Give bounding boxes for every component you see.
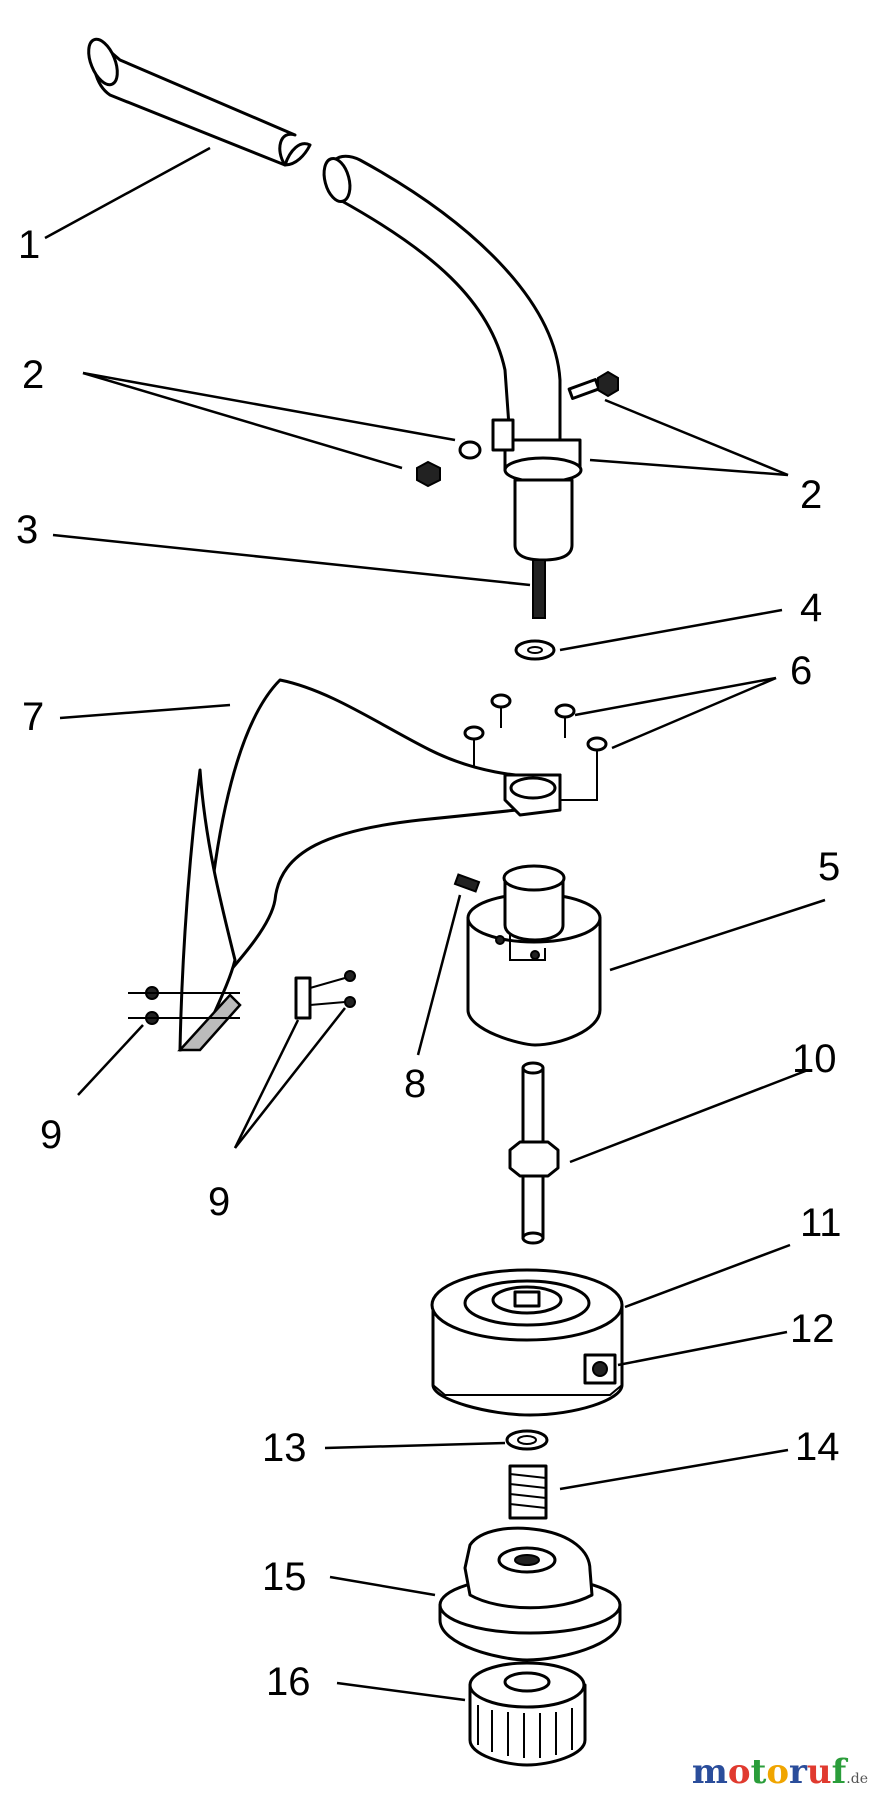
label-7: 7 bbox=[22, 695, 44, 739]
part-11-spool-housing bbox=[430, 1268, 624, 1417]
label-8: 8 bbox=[404, 1062, 426, 1106]
watermark-letter-u: u bbox=[806, 1752, 832, 1792]
label-5: 5 bbox=[818, 845, 840, 889]
part-14-spring bbox=[508, 1464, 548, 1520]
label-13: 13 bbox=[262, 1426, 307, 1470]
label-2-left: 2 bbox=[22, 353, 44, 397]
watermark-letter-o2: o bbox=[766, 1752, 789, 1792]
watermark-letter-o: o bbox=[727, 1752, 751, 1792]
part-5-gear-head bbox=[466, 864, 602, 1047]
label-15: 15 bbox=[262, 1555, 307, 1599]
part-9-blade-fasteners bbox=[128, 970, 356, 1025]
part-1-shaft-tube bbox=[87, 37, 562, 442]
part-6-screws bbox=[463, 693, 608, 801]
part-12-line-eyelet bbox=[583, 1353, 617, 1385]
part-13-washer bbox=[505, 1429, 549, 1451]
part-2-clamp-hardware bbox=[416, 370, 619, 488]
watermark-letter-f: f bbox=[831, 1752, 847, 1792]
part-4-washer bbox=[514, 639, 556, 661]
gear-housing-tube bbox=[513, 478, 574, 562]
watermark-letter-t: t bbox=[750, 1752, 767, 1792]
part-3-drive-shaft bbox=[532, 559, 546, 619]
label-16: 16 bbox=[266, 1660, 311, 1704]
part-10-arbor-bolt bbox=[508, 1061, 560, 1245]
part-7-grass-shield bbox=[177, 678, 562, 1052]
watermark-suffix: .de bbox=[846, 1771, 868, 1787]
watermark-letter-r: r bbox=[789, 1752, 807, 1792]
label-9-left: 9 bbox=[40, 1113, 62, 1157]
label-1: 1 bbox=[18, 223, 40, 267]
label-10: 10 bbox=[792, 1037, 837, 1081]
label-14: 14 bbox=[795, 1425, 840, 1469]
part-16-bump-knob bbox=[468, 1661, 587, 1767]
watermark-letter-m: m bbox=[691, 1752, 728, 1792]
callout-labels: 1 2 2 3 4 5 6 7 8 9 9 10 11 12 13 14 15 … bbox=[16, 223, 842, 1704]
label-11: 11 bbox=[800, 1201, 842, 1245]
label-4: 4 bbox=[800, 586, 822, 630]
part-8-set-screw bbox=[453, 873, 481, 893]
label-6: 6 bbox=[790, 649, 812, 693]
watermark-logo: motoruf.de bbox=[692, 1752, 868, 1792]
label-2-right: 2 bbox=[800, 473, 822, 517]
part-15-spool bbox=[438, 1526, 622, 1662]
leader-lines bbox=[44, 146, 826, 1702]
label-12: 12 bbox=[790, 1307, 835, 1351]
label-3: 3 bbox=[16, 508, 38, 552]
label-9-center: 9 bbox=[208, 1180, 230, 1224]
